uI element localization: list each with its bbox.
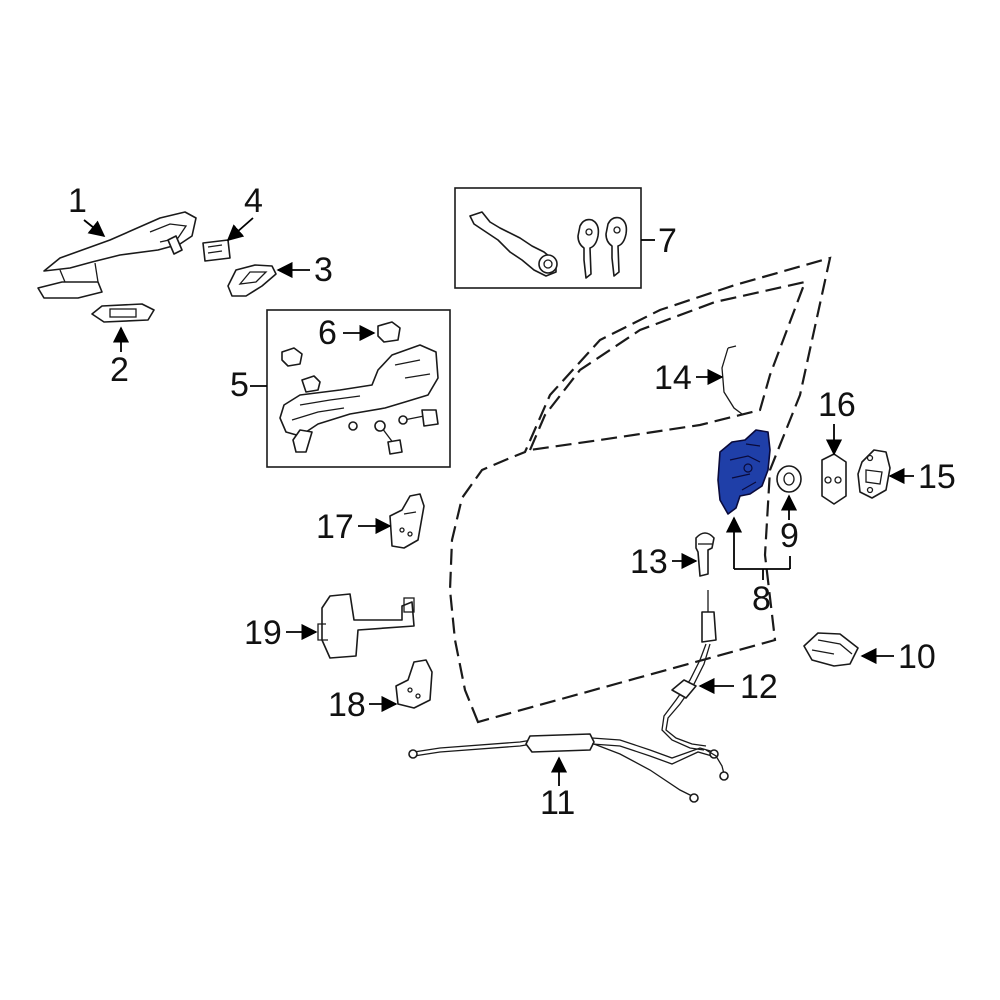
callout-4: 4 [244, 182, 263, 220]
callout-2: 2 [110, 351, 129, 389]
callout-8: 8 [752, 580, 771, 618]
callout-19: 19 [244, 614, 282, 652]
part-8-door-lock-actuator[interactable] [717, 429, 771, 515]
callout-10: 10 [898, 638, 936, 676]
part-10-cover[interactable] [803, 632, 859, 667]
part-9-bushing[interactable] [776, 465, 802, 493]
callout-7: 7 [658, 222, 677, 260]
callout-12: 12 [740, 668, 778, 706]
part-1-outside-handle[interactable] [37, 211, 197, 299]
door-outline [448, 256, 832, 724]
callout-1: 1 [68, 182, 87, 220]
part-12-inside-cable[interactable] [661, 590, 729, 781]
callout-11: 11 [540, 784, 575, 822]
callout-16: 16 [818, 386, 856, 424]
part-17-upper-hinge[interactable] [389, 493, 425, 549]
part-13-pin[interactable] [695, 532, 715, 577]
part-15-striker[interactable] [857, 449, 891, 499]
part-7-lock-cylinder-and-keys[interactable] [454, 187, 642, 289]
part-18-lower-hinge[interactable] [395, 659, 433, 709]
part-16-shim[interactable] [821, 453, 847, 505]
callout-13: 13 [630, 543, 668, 581]
callout-18: 18 [328, 686, 366, 724]
part-2-handle-cap[interactable] [91, 303, 155, 323]
part-19-door-check[interactable] [317, 593, 415, 659]
callout-9: 9 [780, 517, 799, 555]
part-14-rod[interactable] [721, 345, 743, 415]
callout-17: 17 [316, 508, 354, 546]
callouts: 1 2 3 4 5 7 8 9 10 11 12 13 14 15 16 [68, 182, 956, 822]
part-4-pad[interactable] [202, 239, 231, 262]
part-5-frame-assembly[interactable]: 6 [266, 309, 451, 468]
callout-6: 6 [318, 314, 337, 352]
callout-14: 14 [654, 359, 692, 397]
part-3-bezel[interactable] [227, 264, 277, 297]
callout-15: 15 [918, 458, 956, 496]
callout-5: 5 [230, 366, 249, 404]
callout-3: 3 [314, 251, 333, 289]
